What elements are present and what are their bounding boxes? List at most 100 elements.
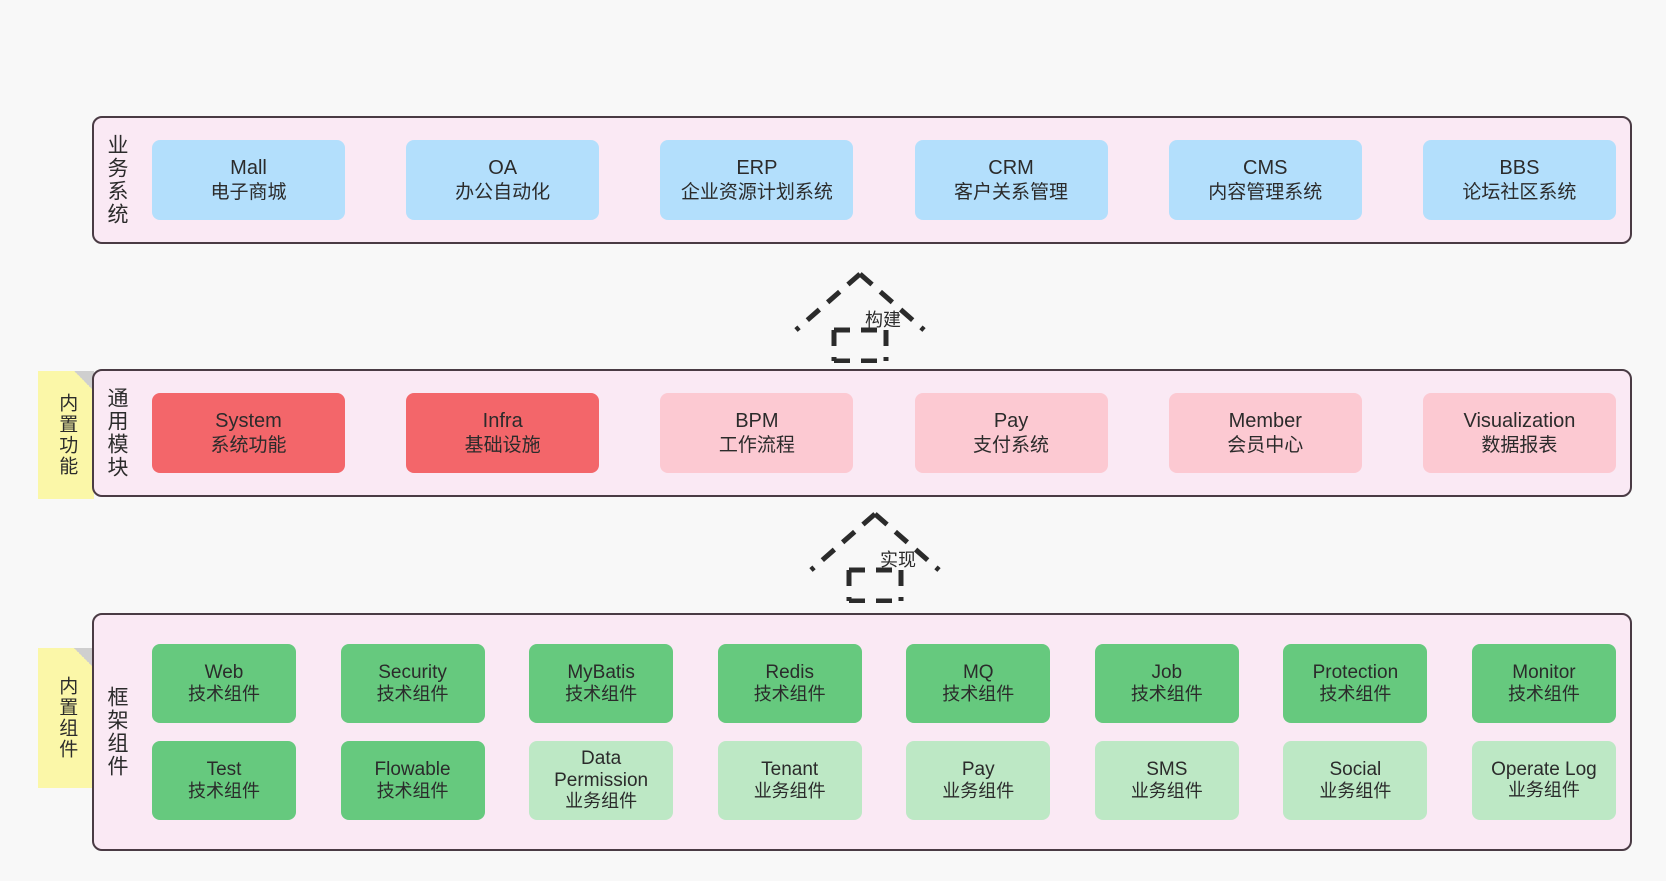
card-subtitle-cn: 技术组件 bbox=[188, 684, 260, 705]
card-subtitle-cn: 企业资源计划系统 bbox=[680, 181, 833, 203]
card-title-en: ERP bbox=[736, 157, 778, 180]
arrow-build-label: 构建 bbox=[865, 310, 901, 330]
card-title-en: OA bbox=[488, 157, 518, 180]
card-title-en: MQ bbox=[962, 661, 994, 683]
note-builtin-features-label: 内置功能 bbox=[56, 393, 78, 477]
card-subtitle-cn: 技术组件 bbox=[1507, 684, 1580, 705]
card-title-en: Monitor bbox=[1512, 661, 1576, 683]
card-title-en: Member bbox=[1228, 410, 1302, 433]
card-subtitle-cn: 技术组件 bbox=[1130, 684, 1203, 705]
card-subtitle-cn: 论坛社区系统 bbox=[1462, 181, 1577, 203]
card-title-en: Social bbox=[1329, 758, 1382, 780]
card-subtitle-cn: 数据报表 bbox=[1481, 434, 1558, 456]
card-subtitle-cn: 技术组件 bbox=[376, 684, 449, 705]
card-subtitle-cn: 业务组件 bbox=[565, 790, 638, 811]
card-subtitle-cn: 工作流程 bbox=[718, 434, 795, 456]
card-subtitle-cn: 技术组件 bbox=[376, 781, 449, 802]
card-title-en: Security bbox=[378, 661, 447, 683]
layer-title-business: 业务系统 bbox=[105, 134, 129, 226]
card-title-en: Visualization bbox=[1463, 410, 1576, 433]
layer-title-framework: 框架组件 bbox=[105, 686, 129, 778]
card-title-en: SMS bbox=[1146, 758, 1188, 780]
card-subtitle-cn: 技术组件 bbox=[753, 684, 826, 705]
card-subtitle-cn: 内容管理系统 bbox=[1208, 181, 1323, 203]
arrow-implement-glyph bbox=[809, 512, 941, 604]
card-subtitle-cn: 基础设施 bbox=[464, 434, 541, 456]
card-title-en: Web bbox=[204, 661, 244, 683]
card-subtitle-cn: 业务组件 bbox=[1507, 780, 1580, 801]
card-subtitle-cn: 业务组件 bbox=[1130, 781, 1203, 802]
card-title-en: System bbox=[215, 410, 282, 433]
card-title-en: Infra bbox=[482, 410, 523, 433]
card-title-en: Test bbox=[206, 758, 242, 780]
card-subtitle-cn: 技术组件 bbox=[1319, 684, 1392, 705]
card-title-en: Pay bbox=[993, 410, 1029, 433]
card-subtitle-cn: 会员中心 bbox=[1227, 434, 1304, 456]
layer-title-common: 通用模块 bbox=[105, 387, 129, 479]
note-builtin-components-label: 内置组件 bbox=[56, 676, 78, 760]
card-subtitle-cn: 办公自动化 bbox=[455, 181, 551, 203]
card-title-en: Mall bbox=[230, 157, 267, 180]
card-title-en: Redis bbox=[765, 661, 814, 683]
arrow-build-glyph bbox=[794, 272, 926, 364]
card-subtitle-cn: 技术组件 bbox=[565, 684, 638, 705]
card-title-en: Tenant bbox=[761, 758, 819, 780]
card-title-en: Job bbox=[1151, 661, 1183, 683]
arrow-build bbox=[790, 268, 930, 368]
card-title-en: MyBatis bbox=[567, 661, 635, 683]
card-subtitle-cn: 技术组件 bbox=[942, 684, 1015, 705]
card-subtitle-cn: 业务组件 bbox=[753, 781, 826, 802]
card-subtitle-cn: 系统功能 bbox=[210, 434, 287, 456]
card-subtitle-cn: 电子商城 bbox=[210, 181, 287, 203]
card-title-en: CMS bbox=[1243, 157, 1288, 180]
card-title-en: Operate Log bbox=[1491, 758, 1597, 780]
note-builtin-features: 内置功能 bbox=[38, 371, 94, 499]
card-subtitle-cn: 支付系统 bbox=[973, 434, 1050, 456]
card-title-en: BPM bbox=[735, 410, 779, 433]
card-subtitle-cn: 技术组件 bbox=[188, 781, 260, 802]
note-builtin-components: 内置组件 bbox=[38, 648, 94, 788]
card-title-en: Data Permission bbox=[554, 748, 649, 791]
note-fold-corner-icon bbox=[74, 648, 94, 668]
arrow-implement bbox=[805, 508, 945, 608]
card-subtitle-cn: 业务组件 bbox=[942, 781, 1015, 802]
card-title-en: Pay bbox=[961, 758, 995, 780]
note-fold-corner-icon bbox=[74, 371, 94, 391]
card-title-en: CRM bbox=[988, 157, 1034, 180]
card-subtitle-cn: 客户关系管理 bbox=[954, 181, 1069, 203]
